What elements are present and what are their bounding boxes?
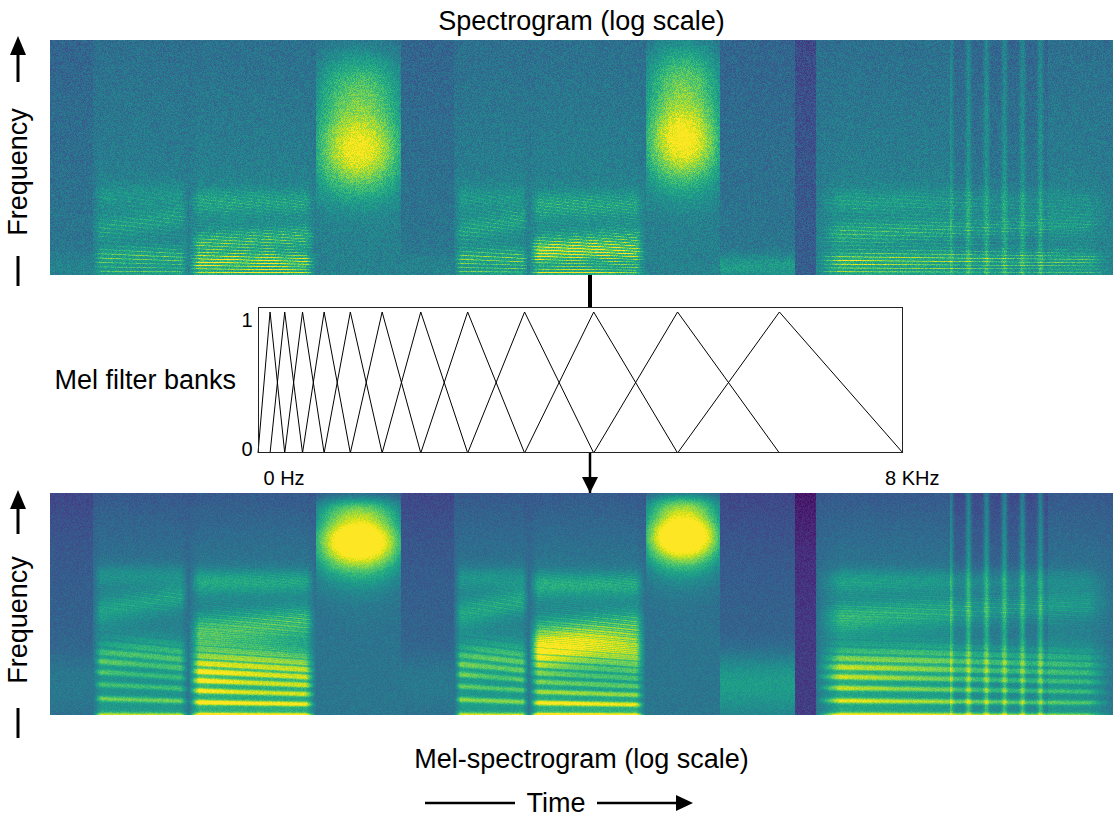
axis-arrowhead: [10, 36, 26, 55]
tick-label: 0: [242, 437, 253, 461]
spectrogram-images: [50, 40, 1113, 715]
filter-triangle: [421, 312, 525, 453]
axis-arrowhead: [10, 490, 26, 509]
filter-triangle: [350, 312, 420, 453]
filter-triangle: [324, 312, 382, 453]
mel-spectrogram-panel: Mel-spectrogram (log scale): [50, 493, 1113, 715]
connector-arrow: [589, 453, 592, 493]
axis-tail: [17, 256, 20, 286]
filter-triangle: [270, 312, 302, 453]
axis-tail: [17, 708, 20, 738]
filter-triangle: [285, 312, 324, 453]
filter-triangle: [382, 312, 468, 453]
spectrogram-image: [50, 40, 1113, 275]
filter-triangle: [303, 312, 351, 453]
panel-title: Mel-spectrogram (log scale): [50, 743, 1113, 775]
filter-triangle: [594, 312, 780, 453]
filter-triangle: [525, 312, 678, 453]
axis-label: Frequency: [2, 108, 34, 236]
filter-triangle: [468, 312, 594, 453]
filter-bank-box: Mel filter banks: [258, 307, 903, 453]
connector-line: [588, 275, 592, 307]
filter-triangle: [678, 312, 903, 453]
mel-spectrogram-image: [50, 493, 1113, 715]
side-heading: Mel filter banks: [54, 364, 236, 396]
axis-label: Frequency: [2, 556, 34, 684]
axis-arrowhead: [676, 795, 693, 811]
tick-label: 8 KHz: [885, 466, 939, 490]
tick-label: 1: [242, 308, 253, 332]
axis-shaft: [425, 802, 515, 805]
mel-filter-triangles: [258, 312, 903, 453]
panel-title: Spectrogram (log scale): [50, 5, 1113, 37]
tick-label: 0 Hz: [264, 466, 305, 490]
axis-label: Time: [527, 787, 586, 819]
spectrogram-panel: Spectrogram (log scale): [50, 40, 1113, 275]
filter-triangle: [258, 312, 285, 453]
axis-shaft: [597, 802, 680, 805]
